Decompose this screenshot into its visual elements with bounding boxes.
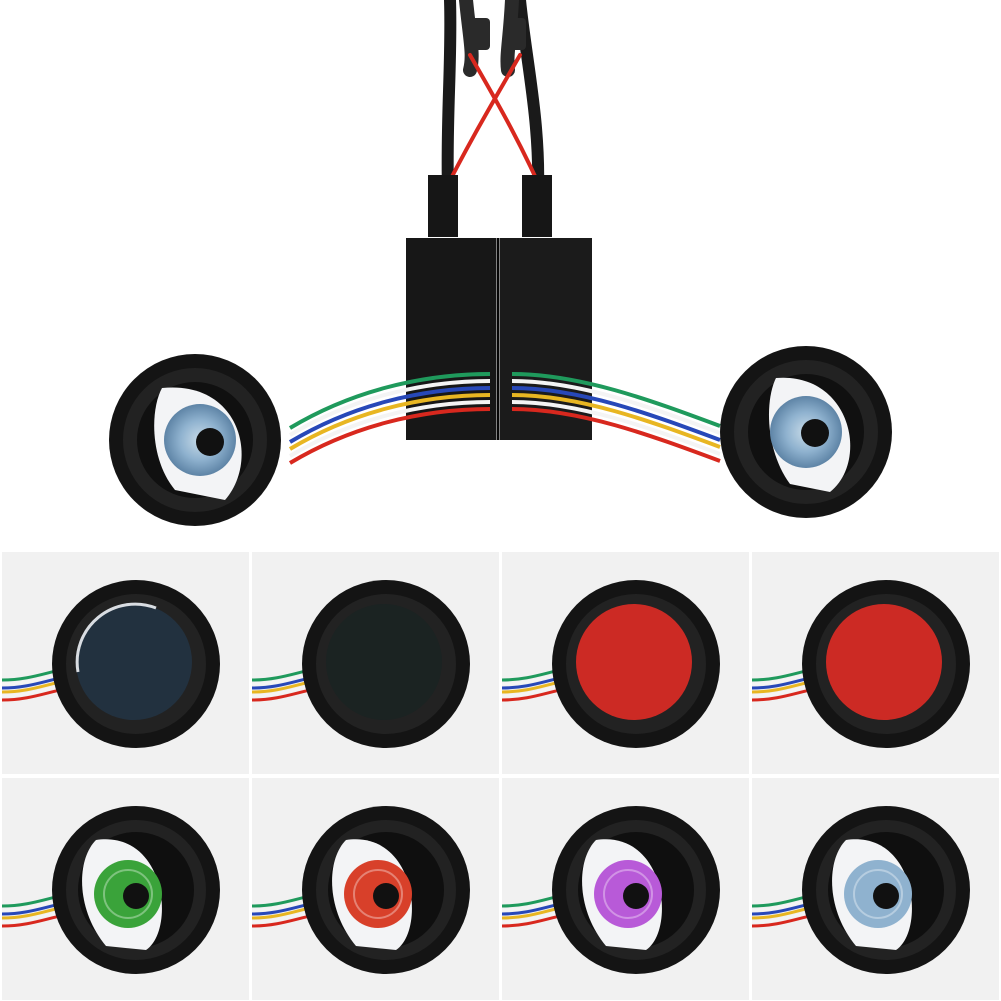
display-screen [326,604,442,720]
display-screen [76,604,192,720]
screen-highlight [75,602,157,673]
variant-tile-blue-eye [752,778,999,1000]
variant-image [502,778,749,1000]
variant-image [752,778,999,1000]
variant-image [2,552,249,774]
top-cables [438,0,550,207]
left-pupil [196,428,224,456]
driver-boxes [406,238,592,440]
variant-image [752,552,999,774]
variant-tile-dark-blue [2,552,249,774]
eye-pupil [373,883,399,909]
iris-texture [353,869,403,919]
display-screen [576,604,692,720]
ribbon-wires [288,372,721,465]
eye-pupil [623,883,649,909]
connectors [428,18,552,237]
variant-tile-purple-eye [502,778,749,1000]
variant-image [502,552,749,774]
variant-tile-green-eye [2,778,249,1000]
iris-texture [603,869,653,919]
variant-tile-red-1 [502,552,749,774]
variant-tile-black [252,552,499,774]
right-eye-module [720,346,892,518]
variant-tile-red-eye [252,778,499,1000]
eye-pupil [123,883,149,909]
variant-image [252,778,499,1000]
variant-image [252,552,499,774]
variant-tile-red-2 [752,552,999,774]
hero-module-pair [109,0,892,526]
iris-texture [103,869,153,919]
iris-texture [853,869,903,919]
right-pupil [801,419,829,447]
variant-image [2,778,249,1000]
left-eye-module [109,354,281,526]
display-screen [826,604,942,720]
eye-pupil [873,883,899,909]
